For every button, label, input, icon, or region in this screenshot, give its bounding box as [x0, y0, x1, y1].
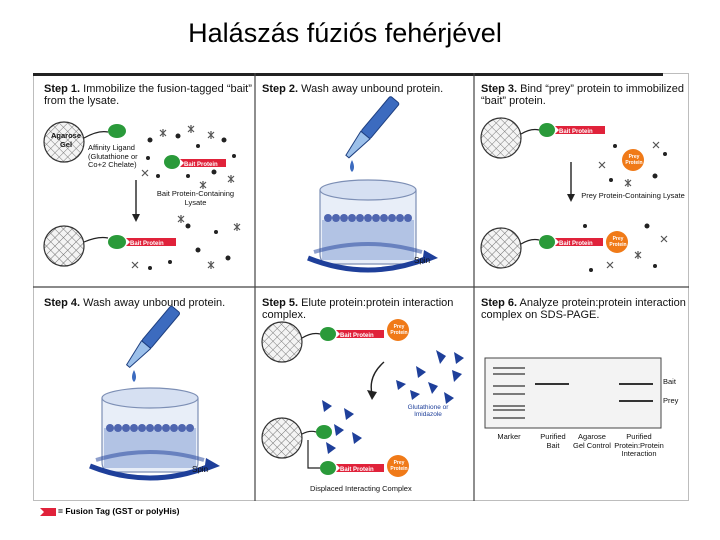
- agarose-gel-label: Agarose Gel: [50, 131, 81, 149]
- slide-title: Halászás fúziós fehérjével: [188, 18, 502, 48]
- step-1-number: Step 1.: [44, 83, 81, 95]
- sds-page-gel: [484, 357, 662, 429]
- lane-purified-bait-label: Purified Bait: [540, 432, 566, 450]
- bait-protein-tag-3: Bait Protein: [559, 129, 593, 135]
- lane-marker-label: Marker: [497, 432, 521, 441]
- step-2-title: Step 2. Wash away unbound protein.: [262, 83, 470, 95]
- bait-protein-tag-1: Bait Protein: [184, 162, 218, 168]
- prey-protein-label-6: Prey Protein: [390, 460, 408, 472]
- step-3-text: Bind “prey” protein to immobilized “bait…: [481, 83, 684, 107]
- bait-protein-tag-2: Bait Protein: [130, 241, 164, 247]
- panel-step-3: Step 3. Bind “prey” protein to immobiliz…: [475, 76, 691, 290]
- step-3-title: Step 3. Bind “prey” protein to immobiliz…: [481, 83, 689, 107]
- step-2-illustration: [307, 96, 438, 273]
- step-3-illustration: [480, 117, 668, 272]
- step-5-number: Step 5.: [262, 297, 299, 309]
- eluent-label: Glutathione or Imidazole: [407, 404, 449, 418]
- step-4-title: Step 4. Wash away unbound protein.: [44, 297, 252, 309]
- step-6-title: Step 6. Analyze protein:protein interact…: [481, 297, 689, 321]
- step-1-illustration: [43, 121, 241, 270]
- spin-label-4: Spin: [192, 465, 209, 474]
- panel-step-1: Step 1. Immobilize the fusion-tagged “ba…: [38, 76, 254, 290]
- panel-step-2: Step 2. Wash away unbound protein. Spin: [256, 76, 472, 290]
- step-5-title: Step 5. Elute protein:protein interactio…: [262, 297, 470, 321]
- prey-protein-label-4: Prey Protein: [609, 236, 627, 248]
- legend-text: = Fusion Tag (GST or polyHis): [58, 506, 180, 516]
- step-2-text: Wash away unbound protein.: [301, 83, 444, 95]
- fusion-tag-icon: [40, 508, 56, 516]
- bait-lysate-label: Bait Protein-Containing Lysate: [156, 189, 235, 207]
- figure-top-rule: [33, 73, 663, 76]
- step-6-text: Analyze protein:protein interaction comp…: [481, 297, 686, 321]
- displaced-complex-label: Displaced Interacting Complex: [310, 484, 412, 493]
- affinity-ligand-label: Affinity Ligand (Glutathione or Co+2 Che…: [88, 143, 138, 169]
- bait-protein-tag-4: Bait Protein: [559, 241, 593, 247]
- lane-agarose-control-label: Agarose Gel Control: [573, 432, 611, 450]
- affinity-ligand: [108, 124, 126, 138]
- step-2-number: Step 2.: [262, 83, 299, 95]
- bait-protein-tag-6: Bait Protein: [340, 467, 374, 473]
- spin-label-2: Spin: [414, 256, 431, 265]
- panel-step-5: Step 5. Elute protein:protein interactio…: [256, 290, 472, 504]
- bait-protein-tag-5: Bait Protein: [340, 333, 374, 339]
- prey-protein-label-3: Prey Protein: [625, 154, 643, 166]
- step-4-number: Step 4.: [44, 297, 81, 309]
- step-4-text: Wash away unbound protein.: [83, 297, 226, 309]
- step-4-illustration: [89, 305, 220, 481]
- lane-interaction-label: Purified Protein:Protein Interaction: [614, 432, 664, 458]
- gel-prey-label: Prey: [663, 396, 679, 405]
- prey-protein-label-5: Prey Protein: [390, 324, 408, 336]
- agarose-bead: [43, 121, 85, 163]
- step-5-text: Elute protein:protein interaction comple…: [262, 297, 454, 321]
- step-6-number: Step 6.: [481, 297, 518, 309]
- prey-lysate-label: Prey Protein-Containing Lysate: [581, 191, 685, 200]
- step-1-title: Step 1. Immobilize the fusion-tagged “ba…: [44, 83, 252, 107]
- figure-grid: [33, 73, 689, 501]
- panel-step-4: Step 4. Wash away unbound protein. Spin: [38, 290, 254, 504]
- step-1-text: Immobilize the fusion-tagged “bait” from…: [44, 83, 252, 107]
- gel-bait-label: Bait: [663, 377, 676, 386]
- step-5-illustration: [261, 319, 464, 477]
- panel-step-6: Step 6. Analyze protein:protein interact…: [475, 290, 691, 504]
- step-3-number: Step 3.: [481, 83, 518, 95]
- marker-lane-bands: [493, 367, 525, 419]
